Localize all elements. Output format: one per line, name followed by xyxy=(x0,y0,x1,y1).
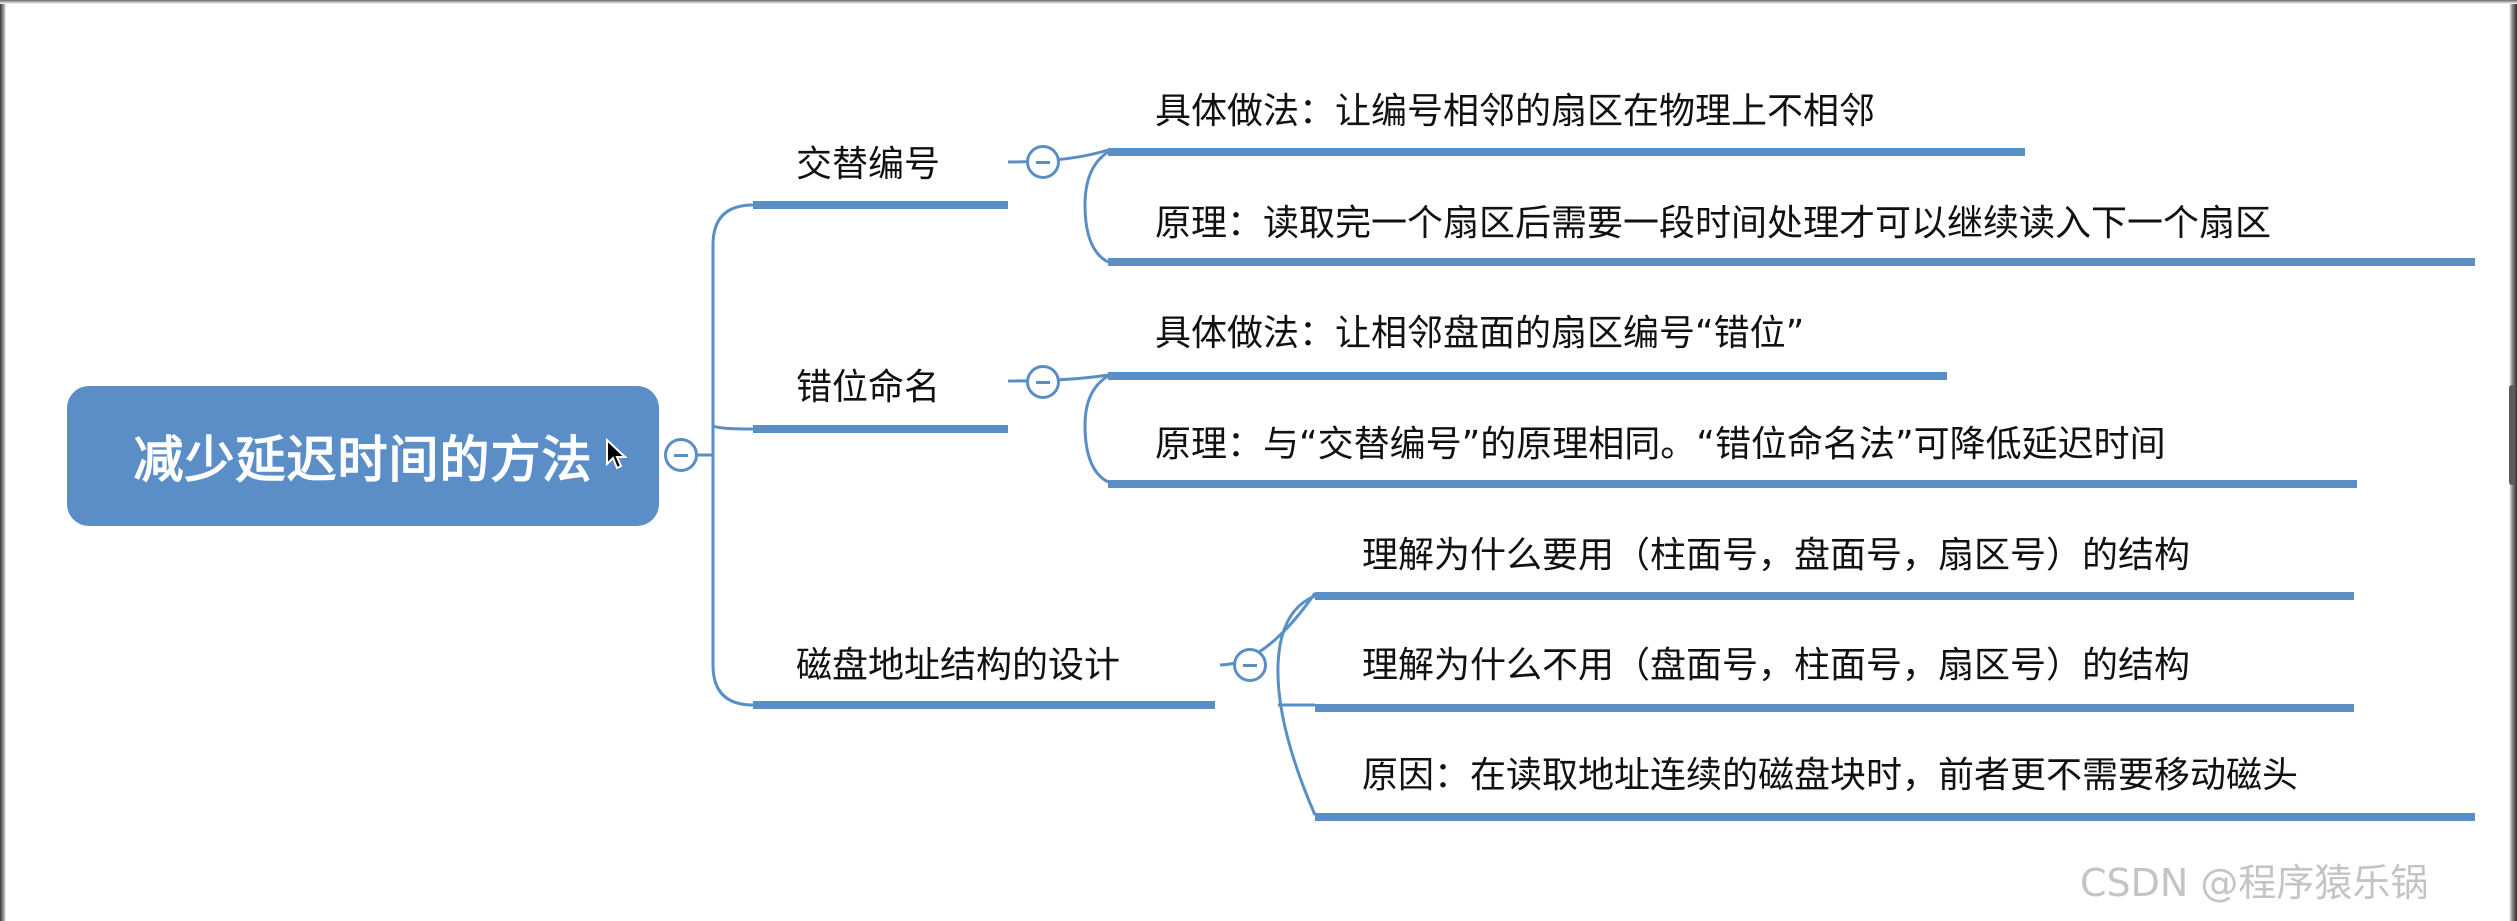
root-node[interactable]: 减少延迟时间的方法 xyxy=(67,386,659,526)
window-edge-top xyxy=(0,0,2517,4)
scrollbar-thumb[interactable] xyxy=(2509,385,2515,485)
connector-b3-fork xyxy=(1276,594,1317,816)
connector-branch-2 xyxy=(711,424,754,431)
connector-b3-top xyxy=(1219,592,1317,667)
branch-label-2[interactable]: 错位命名 xyxy=(796,367,941,408)
connector-trunk xyxy=(711,203,754,707)
connector-b1-fork xyxy=(1083,150,1109,264)
collapse-branch-3-icon[interactable] xyxy=(1233,648,1267,682)
leaf-1-1[interactable]: 具体做法：让编号相邻的扇区在物理上不相邻 xyxy=(1155,91,1876,132)
leaf-1-2[interactable]: 原理：读取完一个扇区后需要一段时间处理才可以继续读入下一个扇区 xyxy=(1155,203,2272,244)
window-edge-left xyxy=(0,0,6,921)
mouse-pointer-icon xyxy=(606,438,628,470)
leaf-3-2[interactable]: 理解为什么不用（盘面号，柱面号，扇区号）的结构 xyxy=(1362,645,2191,686)
leaf-2-1[interactable]: 具体做法：让相邻盘面的扇区编号“错位” xyxy=(1155,313,1805,354)
branch-label-1[interactable]: 交替编号 xyxy=(796,144,941,185)
branch-label-3[interactable]: 磁盘地址结构的设计 xyxy=(796,645,1121,686)
leaf-3-1[interactable]: 理解为什么要用（柱面号，盘面号，扇区号）的结构 xyxy=(1362,535,2191,576)
leaf-2-2[interactable]: 原理：与“交替编号”的原理相同。“错位命名法”可降低延迟时间 xyxy=(1155,424,2166,465)
connector-b2 xyxy=(1007,373,1109,383)
connector-b1 xyxy=(1007,148,1109,164)
collapse-branch-1-icon[interactable] xyxy=(1026,145,1060,179)
connector-b2-fork xyxy=(1083,374,1109,484)
root-label: 减少延迟时间的方法 xyxy=(133,431,593,489)
leaf-3-3[interactable]: 原因：在读取地址连续的磁盘块时，前者更不需要移动磁头 xyxy=(1362,755,2299,796)
collapse-branch-2-icon[interactable] xyxy=(1026,365,1060,399)
watermark: CSDN @程序猿乐锅 xyxy=(2080,861,2429,905)
collapse-root-icon[interactable] xyxy=(664,438,698,472)
